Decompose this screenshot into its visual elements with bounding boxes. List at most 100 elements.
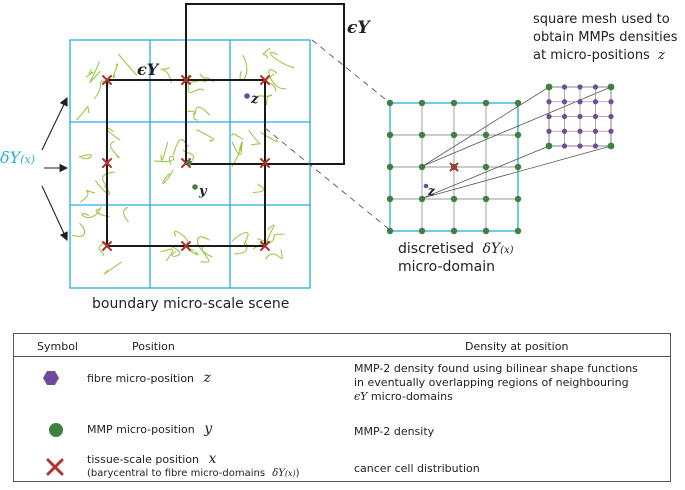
mmp-node [482, 131, 490, 139]
mmp-node [450, 99, 458, 107]
cross-mark [260, 75, 270, 85]
fibre-curve [248, 129, 261, 146]
mmp-node [514, 131, 522, 139]
mmp-node [418, 131, 426, 139]
cross-mark [102, 75, 112, 85]
fibre-curve [71, 222, 86, 237]
fibre-curve [262, 47, 271, 59]
fibre-curve [169, 245, 181, 257]
legend-header-symbol: Symbol [37, 340, 78, 353]
fibre-curve [260, 131, 278, 142]
fibre-node [592, 128, 599, 134]
cross-mark [102, 241, 112, 251]
mmp-node [450, 195, 458, 203]
z-point-mid [423, 183, 429, 189]
mmp-node [482, 99, 490, 107]
y-point-left [192, 184, 198, 190]
fibre-node [577, 113, 583, 120]
mesh-label-line2: obtain MMPs densities [533, 30, 678, 45]
square-mesh [545, 83, 615, 150]
fibre-node [608, 128, 614, 134]
fibre-curve [239, 54, 248, 81]
legend-row-tissue-position-sub: (barycentral to fibre micro-domains δY(x… [87, 468, 300, 479]
mesh-label-line1: square mesh used to [533, 12, 670, 27]
fibre-curve [112, 63, 118, 79]
mmp-node [450, 227, 458, 235]
fibre-node [577, 99, 583, 105]
delta-y-arrows [41, 97, 69, 241]
micro-domain-label: micro-domain [398, 259, 495, 275]
fibre-curve [266, 233, 285, 245]
fibre-node [592, 99, 599, 105]
fibre-curve [231, 232, 249, 244]
fibre-curve [269, 51, 295, 69]
fibre-curve [160, 141, 169, 161]
mesh-label-line3: at micro-positions z [533, 48, 665, 63]
fibre-curve [173, 230, 189, 245]
center-cross [449, 162, 459, 172]
fibre-curve [231, 133, 244, 140]
fibre-curve [160, 67, 172, 83]
cross-mark [260, 158, 270, 168]
fibre-node [561, 128, 568, 134]
cross-mark [181, 75, 191, 85]
legend-table [13, 333, 671, 482]
fibre-curve [103, 261, 122, 275]
fibre-node [561, 99, 568, 105]
fibre-curve [76, 106, 90, 121]
z-left-label: z [251, 92, 259, 107]
mmp-node [418, 99, 426, 107]
z-point-left [244, 93, 250, 99]
fibre-curve [78, 154, 92, 160]
y-left-label: y [199, 184, 207, 199]
fibre-curve [79, 189, 96, 203]
cross-mark [181, 241, 191, 251]
fibre-node [577, 143, 583, 149]
fibre-curve [200, 244, 210, 263]
cross-icon [46, 458, 64, 476]
legend-header-divider [13, 356, 671, 357]
mmp-node [545, 83, 553, 91]
mmp-node [386, 131, 394, 139]
fibre-node [592, 84, 599, 90]
discretised-domain [386, 99, 522, 235]
fibre-node [577, 128, 583, 134]
fibre-node [577, 84, 583, 90]
cross-mark [260, 241, 270, 251]
legend-header-position: Position [132, 340, 175, 353]
fibre-node [546, 113, 552, 120]
projection-dashes [264, 39, 391, 231]
mmp-node [514, 99, 522, 107]
fibre-curves [71, 47, 295, 275]
hexagon-icon [43, 371, 59, 385]
fibre-curve [118, 53, 138, 76]
mmp-node [418, 195, 426, 203]
tissue-positions [102, 75, 270, 251]
fibre-node [546, 99, 552, 105]
fibre-curve [187, 110, 198, 121]
mmp-point-left [186, 160, 192, 166]
fibre-curve [231, 141, 243, 167]
eps-y-top-label: ϵY [347, 18, 370, 38]
fibre-curve [192, 106, 211, 116]
fibre-curve [172, 139, 190, 156]
fibre-node [592, 143, 599, 149]
mmp-node [607, 83, 615, 91]
mmp-node [482, 227, 490, 235]
fibre-curve [264, 249, 283, 260]
mmp-node [450, 131, 458, 139]
fibre-curve [257, 94, 273, 106]
fibre-curve [252, 183, 265, 194]
mmp-node [418, 227, 426, 235]
legend-row-tissue-density: cancer cell distribution [354, 462, 480, 475]
mmp-node [545, 142, 553, 150]
fibre-node [608, 113, 614, 120]
fibre-curve [196, 236, 213, 258]
eps-y-inner-label: ϵY [137, 60, 159, 79]
circle-icon [49, 423, 63, 437]
legend-row-fibre-position: fibre micro-position z [87, 370, 211, 386]
mmp-node [386, 163, 394, 171]
fibre-node [546, 128, 552, 134]
fibre-curve [160, 248, 173, 262]
